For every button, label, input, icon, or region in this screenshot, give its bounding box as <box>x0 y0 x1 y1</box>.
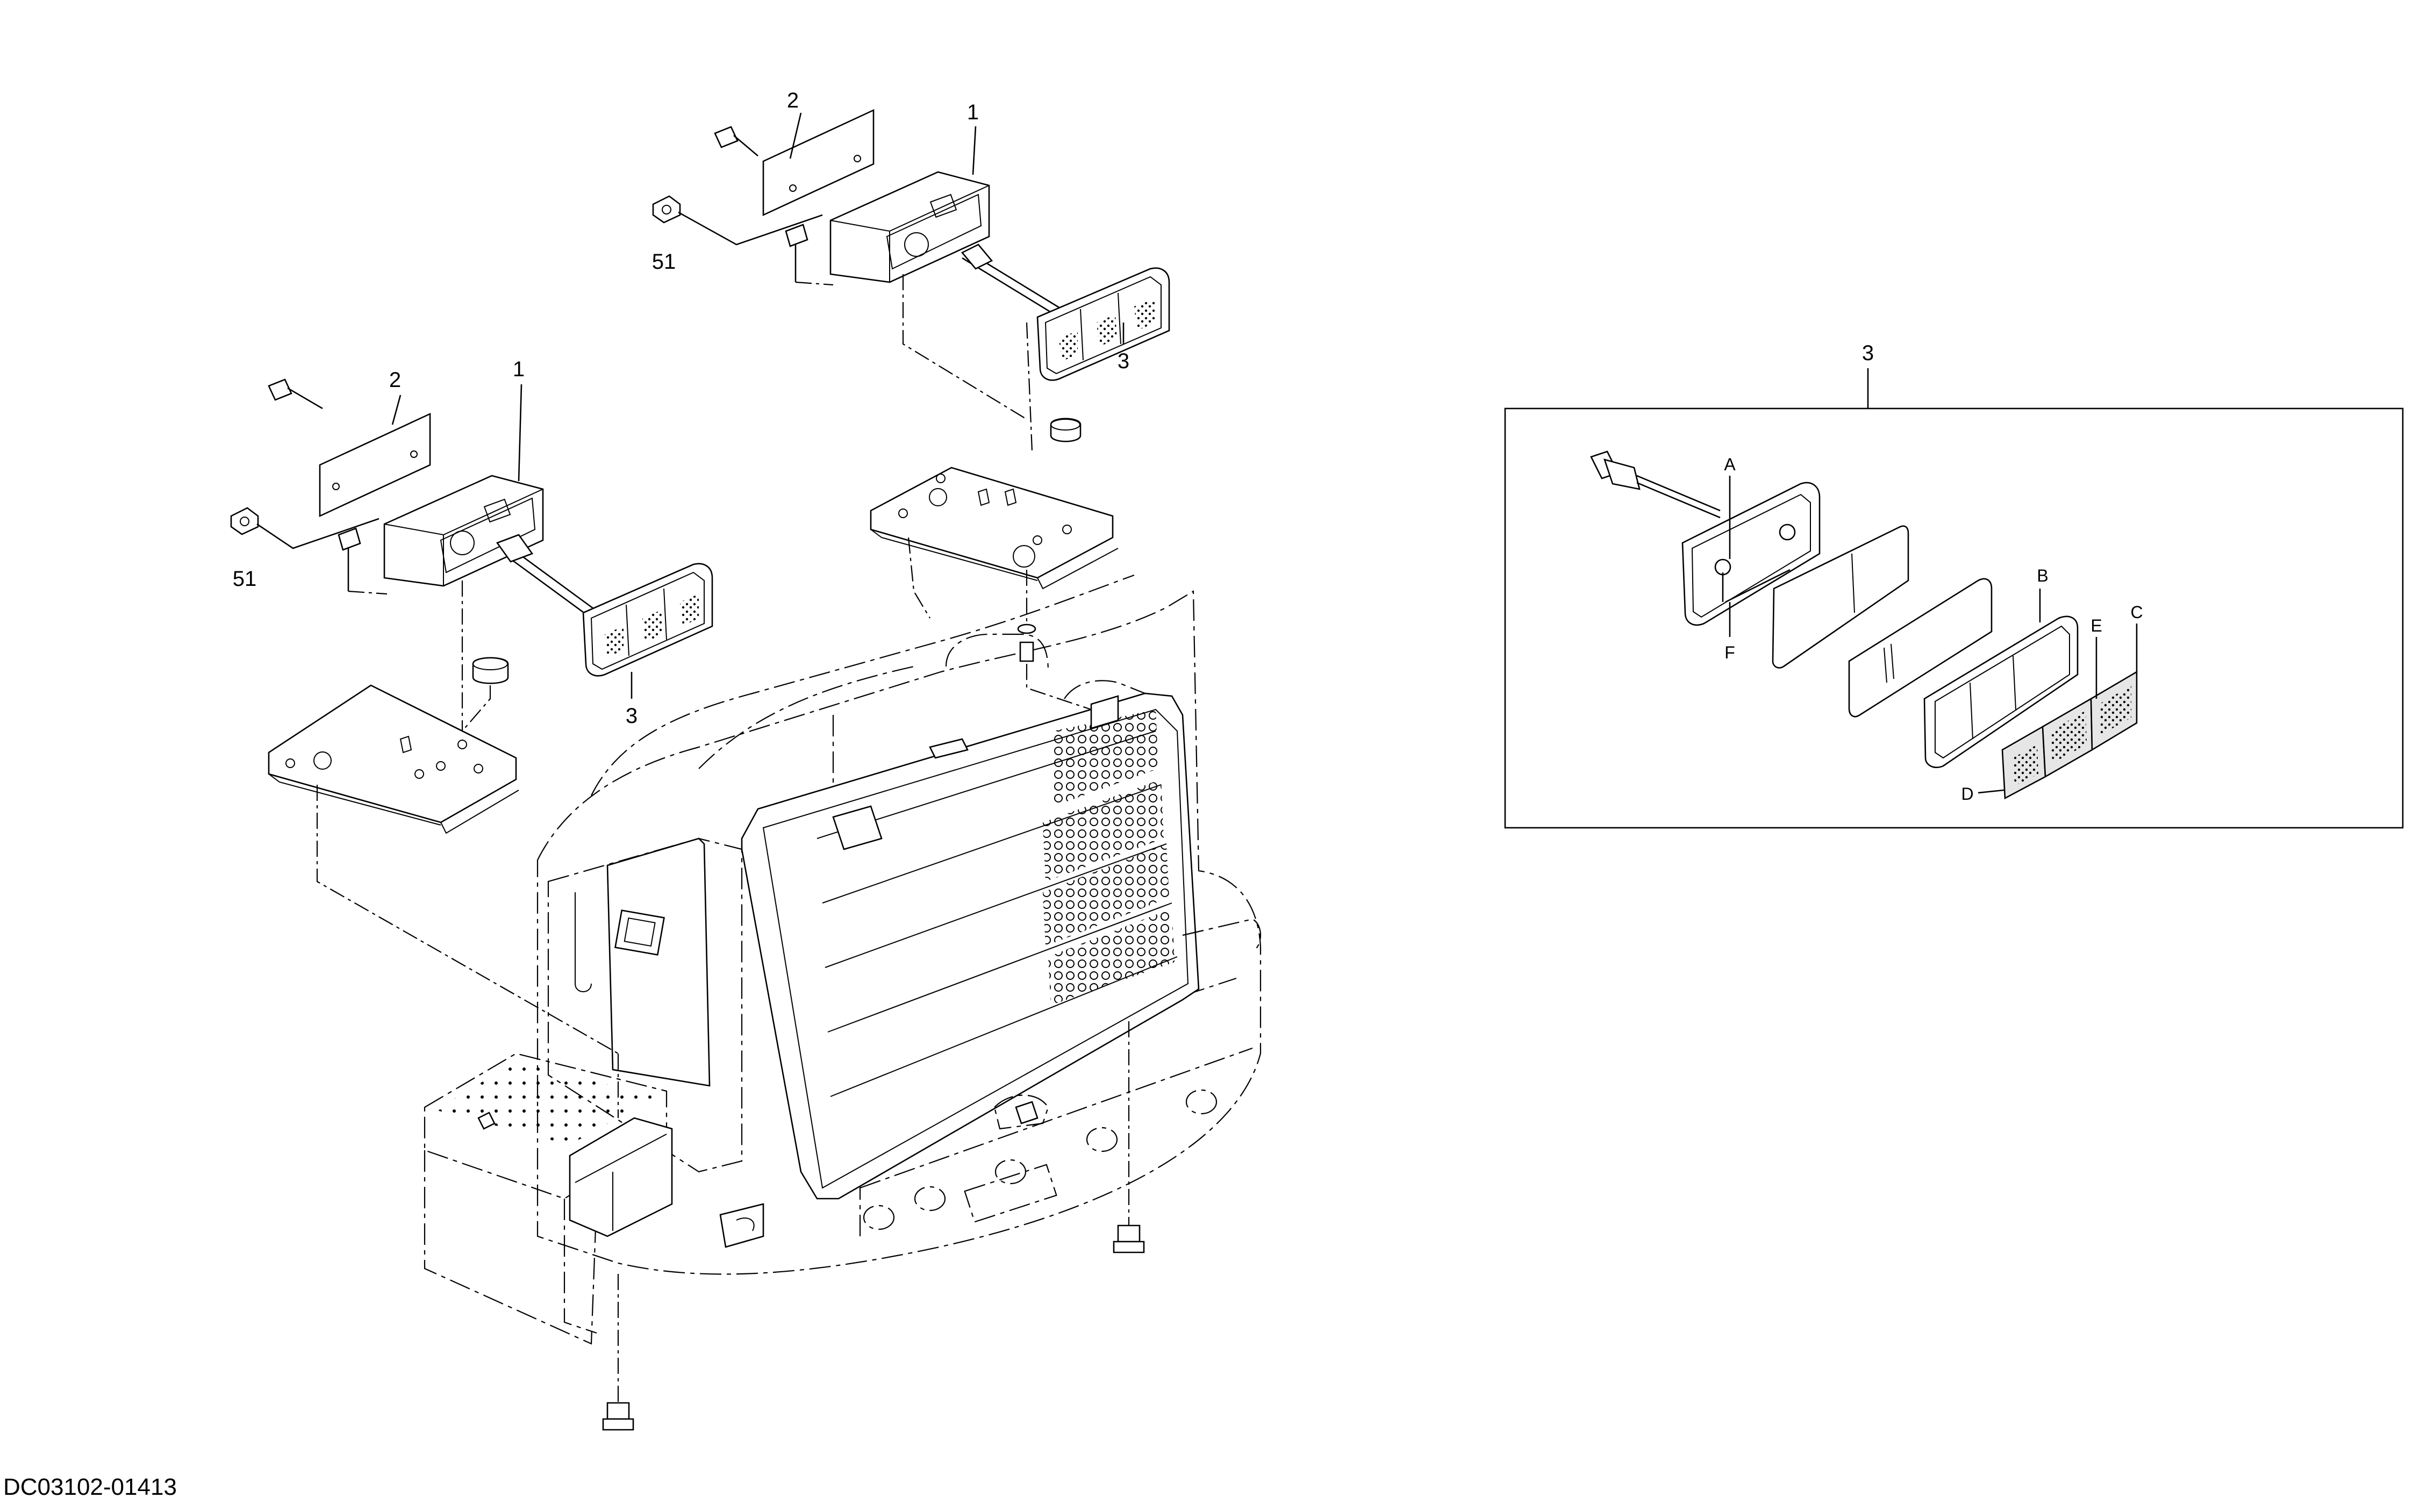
detail-letter-a: A <box>1724 455 1736 474</box>
detail-box <box>1504 368 2404 829</box>
callout-lamp-lower: 3 <box>626 704 638 728</box>
callout-housing-upper: 1 <box>967 101 979 124</box>
machine-body-ghost <box>536 574 1262 1275</box>
callout-cover-plate-upper: 2 <box>787 89 799 112</box>
nut-lower <box>230 507 259 535</box>
nut-upper <box>652 195 681 224</box>
callout-housing-lower: 1 <box>513 357 525 381</box>
callout-cover-plate-lower: 2 <box>389 368 401 392</box>
detail-letter-d: D <box>1961 784 1973 804</box>
callout-nut-lower: 51 <box>233 567 257 591</box>
bracket-upper <box>870 467 1114 579</box>
lamp-base <box>1681 482 1821 626</box>
callout-lamp-upper: 3 <box>1118 349 1129 373</box>
cover-plate-upper <box>762 109 875 217</box>
callout-nut-upper: 51 <box>652 250 676 274</box>
cover-plate-lower <box>319 412 431 518</box>
callouts: 2 1 51 3 2 1 51 3 3 A F B E C D <box>233 89 2143 804</box>
drawing-id-label: DC03102-01413 <box>3 1474 177 1500</box>
lower-lamp-assembly <box>230 378 713 1054</box>
detail-letter-b: B <box>2037 566 2048 585</box>
housing-upper <box>829 171 990 283</box>
radiator-grille <box>741 692 1200 1200</box>
bottom-bolts <box>602 1021 1145 1431</box>
callout-detail-title: 3 <box>1862 341 1874 365</box>
upper-lamp-assembly <box>652 109 1170 711</box>
side-door <box>547 837 743 1173</box>
gasket-frame <box>1923 615 2079 769</box>
detail-letter-e: E <box>2090 616 2102 635</box>
detail-letter-f: F <box>1724 643 1735 662</box>
bracket-lower <box>268 684 517 823</box>
counterweight-features <box>719 918 1262 1248</box>
step-box <box>424 1052 673 1345</box>
detail-letter-c: C <box>2130 603 2143 622</box>
